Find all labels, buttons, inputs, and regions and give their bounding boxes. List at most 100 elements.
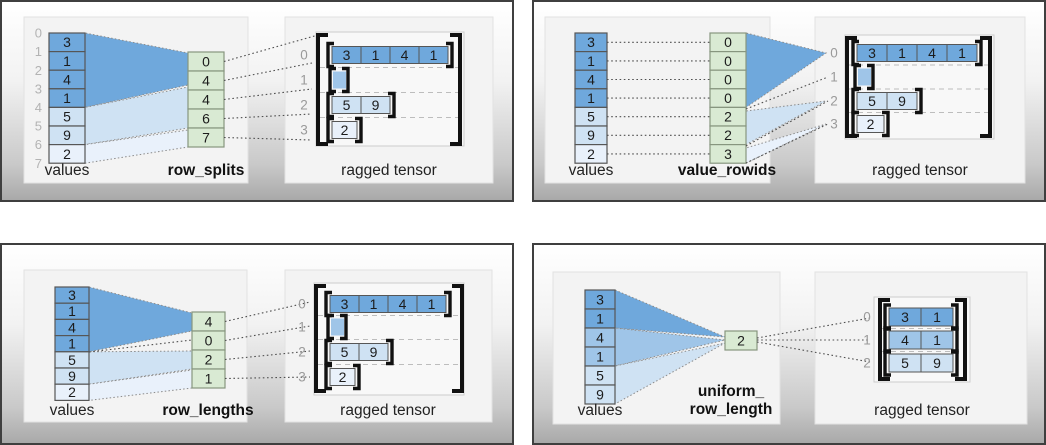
values-label: values <box>578 402 623 419</box>
value-index: 4 <box>35 100 42 115</box>
svg-text:3: 3 <box>63 34 71 50</box>
svg-text:4: 4 <box>587 71 595 87</box>
svg-text:2: 2 <box>724 127 732 143</box>
method-label: row_splits <box>168 162 245 179</box>
svg-text:3: 3 <box>343 47 351 63</box>
svg-text:4: 4 <box>205 313 213 329</box>
svg-text:2: 2 <box>68 384 76 400</box>
tensor-row-index: 2 <box>298 345 306 360</box>
svg-text:3: 3 <box>587 34 595 50</box>
value-index: 5 <box>35 119 42 134</box>
svg-text:4: 4 <box>596 329 604 345</box>
tensor-row-index: 1 <box>298 320 306 335</box>
svg-text:4: 4 <box>202 91 210 107</box>
svg-text:2: 2 <box>63 146 71 162</box>
svg-text:0: 0 <box>724 71 732 87</box>
svg-text:1: 1 <box>68 303 76 319</box>
key-column: 2 <box>724 330 758 351</box>
svg-text:2: 2 <box>867 116 875 132</box>
ragged-tensor-label: ragged tensor <box>874 402 970 419</box>
svg-text:9: 9 <box>68 368 76 384</box>
tensor-row-index: 0 <box>298 297 306 312</box>
svg-text:3: 3 <box>868 45 876 61</box>
svg-text:4: 4 <box>63 71 71 87</box>
svg-text:9: 9 <box>63 127 71 143</box>
connector-dots <box>745 76 829 164</box>
key-column: 0 4 4 6 7 <box>187 51 225 148</box>
svg-text:1: 1 <box>596 310 604 326</box>
method-label: row_length <box>690 401 773 418</box>
svg-text:3: 3 <box>724 146 732 162</box>
svg-text:1: 1 <box>63 90 71 106</box>
svg-text:4: 4 <box>68 319 76 335</box>
svg-text:3: 3 <box>341 296 349 312</box>
method-label: value_rowids <box>678 162 776 179</box>
svg-text:4: 4 <box>901 332 909 348</box>
svg-text:5: 5 <box>868 93 876 109</box>
svg-text:2: 2 <box>341 122 349 138</box>
tensor-row-index: 2 <box>830 94 838 109</box>
tensor-row-index: 3 <box>300 123 308 138</box>
values-label: values <box>50 402 95 419</box>
svg-text:0: 0 <box>724 34 732 50</box>
svg-text:9: 9 <box>370 344 378 360</box>
value-index: 1 <box>35 44 42 59</box>
svg-text:6: 6 <box>202 110 210 126</box>
svg-text:1: 1 <box>428 296 436 312</box>
values-label: values <box>45 162 90 179</box>
svg-text:5: 5 <box>343 97 351 113</box>
svg-text:5: 5 <box>341 344 349 360</box>
value-index: 2 <box>35 63 42 78</box>
connector-dots <box>88 301 311 380</box>
svg-text:1: 1 <box>63 53 71 69</box>
value-index: 6 <box>35 137 42 152</box>
value-to-rowid-connectors <box>607 41 710 155</box>
svg-text:9: 9 <box>372 97 380 113</box>
values-label: values <box>569 162 614 179</box>
svg-text:5: 5 <box>68 352 76 368</box>
svg-text:2: 2 <box>339 369 347 385</box>
ragged-tensor-label: ragged tensor <box>340 402 436 419</box>
svg-text:1: 1 <box>933 332 941 348</box>
tensor-row-index: 2 <box>300 98 308 113</box>
svg-text:0: 0 <box>724 90 732 106</box>
svg-text:9: 9 <box>933 355 941 371</box>
svg-text:4: 4 <box>401 47 409 63</box>
svg-text:0: 0 <box>202 53 210 69</box>
ragged-tensor-label: ragged tensor <box>341 162 437 179</box>
tensor-row-index: 0 <box>830 46 838 61</box>
svg-text:1: 1 <box>372 47 380 63</box>
svg-text:2: 2 <box>205 351 213 367</box>
ragged-tensor-label: ragged tensor <box>872 162 968 179</box>
svg-text:2: 2 <box>737 332 745 348</box>
svg-text:1: 1 <box>898 45 906 61</box>
svg-text:4: 4 <box>202 72 210 88</box>
svg-text:3: 3 <box>596 291 604 307</box>
mapping-funnels <box>84 32 189 164</box>
tensor-row-index: 1 <box>830 70 838 85</box>
tensor-row-index: 3 <box>830 117 838 132</box>
mapping-funnels <box>614 289 726 405</box>
value-index: 3 <box>35 81 42 96</box>
panel-labels: values value_rowids ragged tensor <box>569 162 968 179</box>
tensor-row-index: 1 <box>863 333 871 348</box>
svg-text:5: 5 <box>587 109 595 125</box>
svg-text:7: 7 <box>202 129 210 145</box>
svg-text:1: 1 <box>958 45 966 61</box>
connector-dots <box>223 34 319 141</box>
tensor-row-index: 1 <box>300 73 308 88</box>
